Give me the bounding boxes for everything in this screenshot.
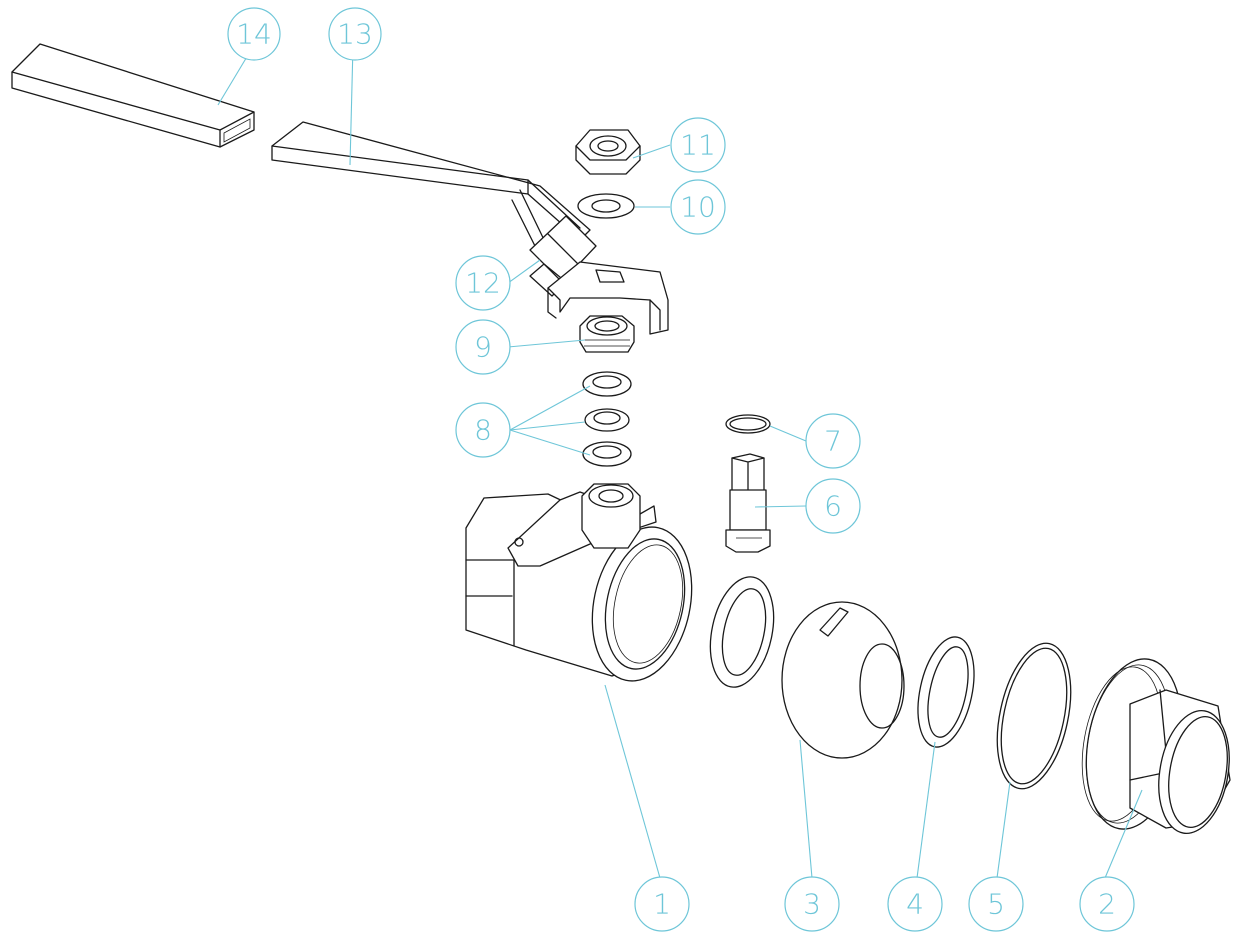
- leader-5: [996, 781, 1011, 879]
- leader-1: [604, 684, 661, 879]
- svg-text:5: 5: [987, 888, 1005, 921]
- callout-8: 8: [455, 402, 511, 458]
- callout-14: 14: [227, 7, 281, 61]
- callout-12: 12: [455, 255, 511, 311]
- svg-text:6: 6: [824, 490, 842, 523]
- callout-13: 13: [328, 7, 382, 61]
- end-connector-part: [1081, 658, 1231, 834]
- callout-3: 3: [784, 876, 840, 932]
- handle-sleeve-part: [11, 43, 255, 148]
- callout-7: 7: [805, 413, 861, 469]
- svg-text:14: 14: [236, 18, 272, 51]
- leader-12: [507, 259, 541, 284]
- svg-text:7: 7: [824, 425, 842, 458]
- valve-stem-part: [725, 453, 771, 553]
- callout-9: 9: [455, 319, 511, 375]
- callout-6: 6: [805, 478, 861, 534]
- leader-8c: [509, 429, 591, 456]
- svg-text:8: 8: [474, 414, 492, 447]
- leader-2: [1104, 789, 1143, 879]
- svg-text:2: 2: [1098, 888, 1116, 921]
- svg-text:12: 12: [465, 267, 501, 300]
- leader-4: [916, 741, 936, 879]
- callout-10: 10: [670, 179, 726, 235]
- packing-rings-part: [582, 371, 632, 467]
- flat-washer-part: [577, 193, 635, 219]
- seat-ring-right-part: [917, 636, 975, 748]
- gland-nut-part: [579, 315, 635, 353]
- handle-lever-part: [271, 121, 591, 257]
- leader-11: [632, 144, 671, 159]
- svg-text:1: 1: [653, 888, 671, 921]
- callout-1: 1: [634, 876, 690, 932]
- stem-o-ring-part: [725, 414, 771, 434]
- svg-text:10: 10: [680, 191, 716, 224]
- leader-7: [769, 425, 807, 442]
- callout-2: 2: [1079, 876, 1135, 932]
- valve-ball-part: [781, 601, 905, 759]
- valve-body-part: [465, 483, 693, 682]
- leader-8b: [509, 421, 586, 431]
- hex-nut-part: [575, 129, 641, 175]
- svg-text:11: 11: [680, 129, 716, 162]
- svg-text:9: 9: [474, 331, 492, 364]
- callout-11: 11: [670, 117, 726, 173]
- handle-hub-part: [529, 215, 669, 335]
- leader-13: [349, 44, 354, 166]
- leader-9: [507, 339, 586, 348]
- callout-4: 4: [887, 876, 943, 932]
- callouts: 14 13 11 10 12 9 8 7: [227, 7, 1135, 932]
- callout-5: 5: [968, 876, 1024, 932]
- gasket-ring-part: [996, 642, 1072, 790]
- svg-text:4: 4: [906, 888, 924, 921]
- seat-ring-left-part: [709, 576, 775, 688]
- leader-8a: [509, 385, 591, 431]
- svg-text:3: 3: [803, 888, 821, 921]
- leader-6: [754, 505, 807, 508]
- svg-text:13: 13: [337, 18, 373, 51]
- leader-3: [799, 739, 813, 879]
